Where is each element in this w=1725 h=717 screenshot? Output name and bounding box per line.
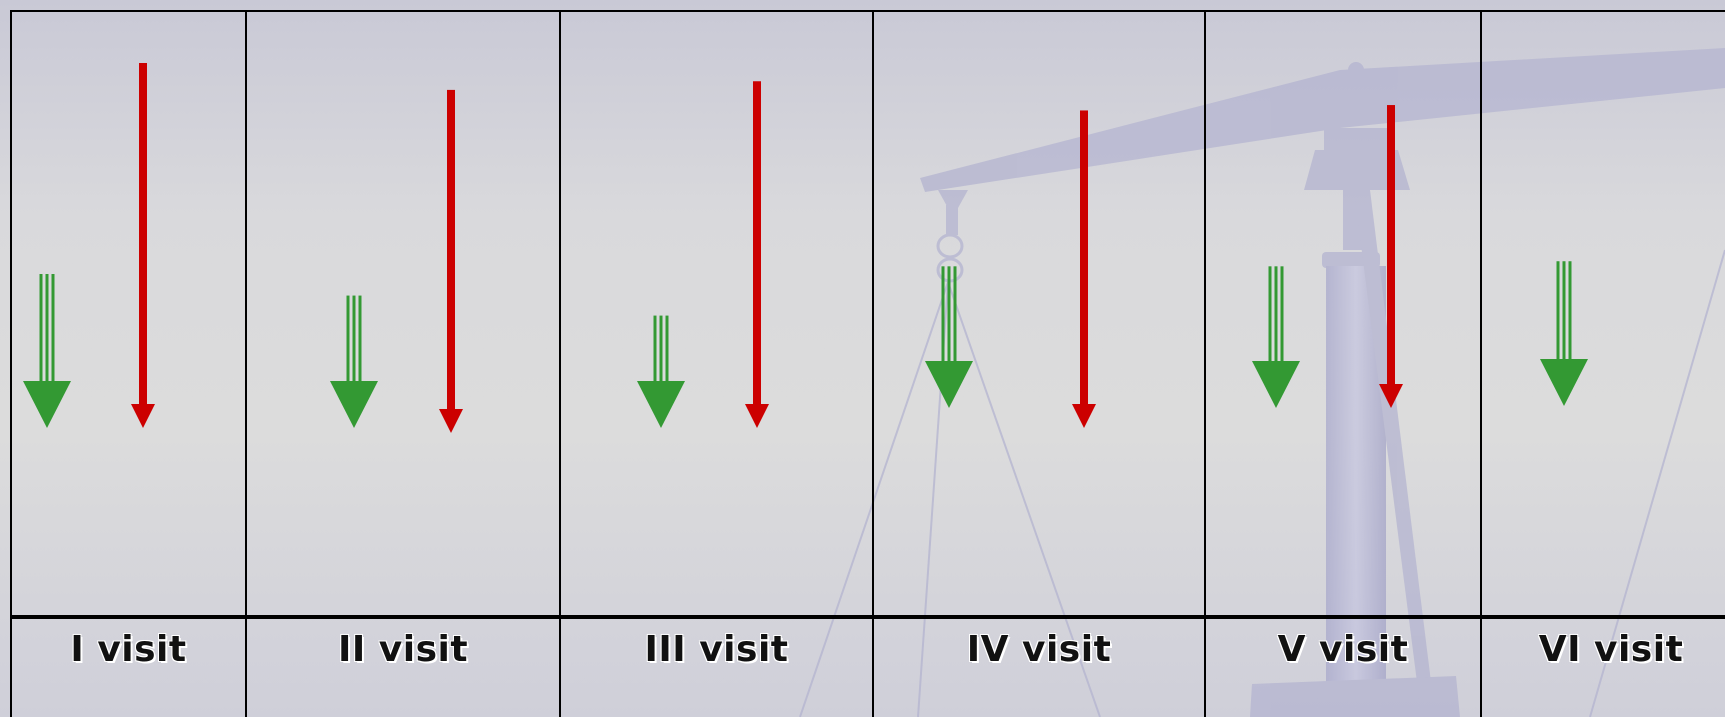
red-arrow-1: [131, 63, 155, 428]
red-arrow-3: [745, 81, 769, 428]
visit-label-5: V visit: [1277, 628, 1409, 670]
red-arrow-5: [1379, 105, 1403, 408]
red-arrow-4: [1072, 110, 1096, 428]
visit-label-1: I visit: [70, 628, 187, 670]
visit-label-4: IV visit: [966, 628, 1112, 670]
visit-table-grid: [10, 10, 1725, 717]
visit-label-6: VI visit: [1538, 628, 1684, 670]
red-arrow-2: [439, 89, 463, 433]
green-arrow-4: [925, 266, 973, 408]
green-arrow-5: [1252, 266, 1300, 408]
visit-arrows: [23, 63, 1588, 433]
visit-label-2: II visit: [337, 628, 469, 670]
green-arrow-2: [330, 295, 378, 428]
green-arrow-1: [23, 274, 71, 428]
green-arrow-6: [1540, 261, 1588, 406]
visit-label-3: III visit: [644, 628, 789, 670]
green-arrow-3: [637, 315, 685, 428]
